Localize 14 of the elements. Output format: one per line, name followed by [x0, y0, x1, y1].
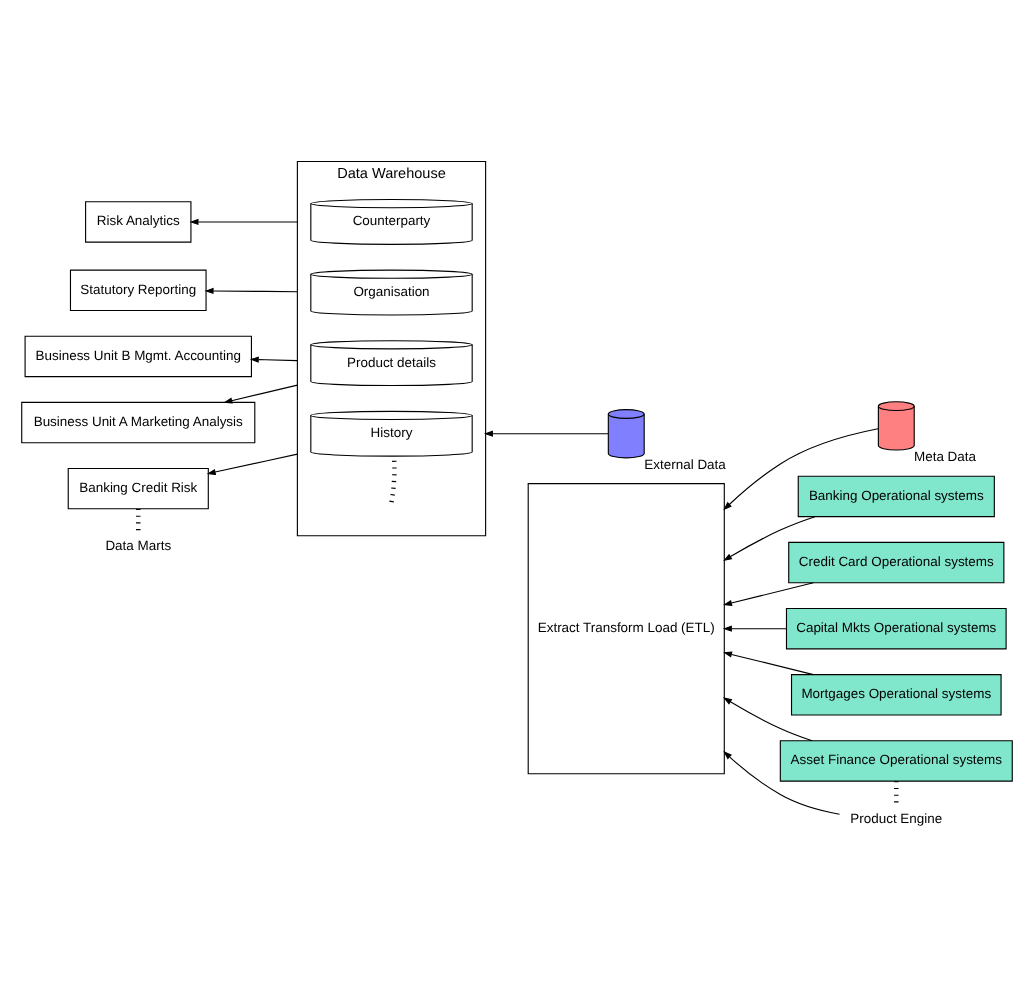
- arrow: [722, 624, 787, 631]
- arrow: [206, 452, 298, 475]
- arrow: [722, 696, 813, 741]
- arrow: [204, 286, 298, 294]
- arrow: [223, 383, 298, 403]
- arrow: [249, 355, 298, 362]
- arrow: [723, 581, 814, 605]
- arrow: [723, 650, 814, 675]
- connector: [389, 455, 397, 502]
- arrow: [723, 515, 816, 561]
- arrow: [723, 427, 879, 510]
- arrow: [723, 750, 841, 814]
- arrow: [189, 217, 298, 225]
- arrow: [483, 429, 609, 436]
